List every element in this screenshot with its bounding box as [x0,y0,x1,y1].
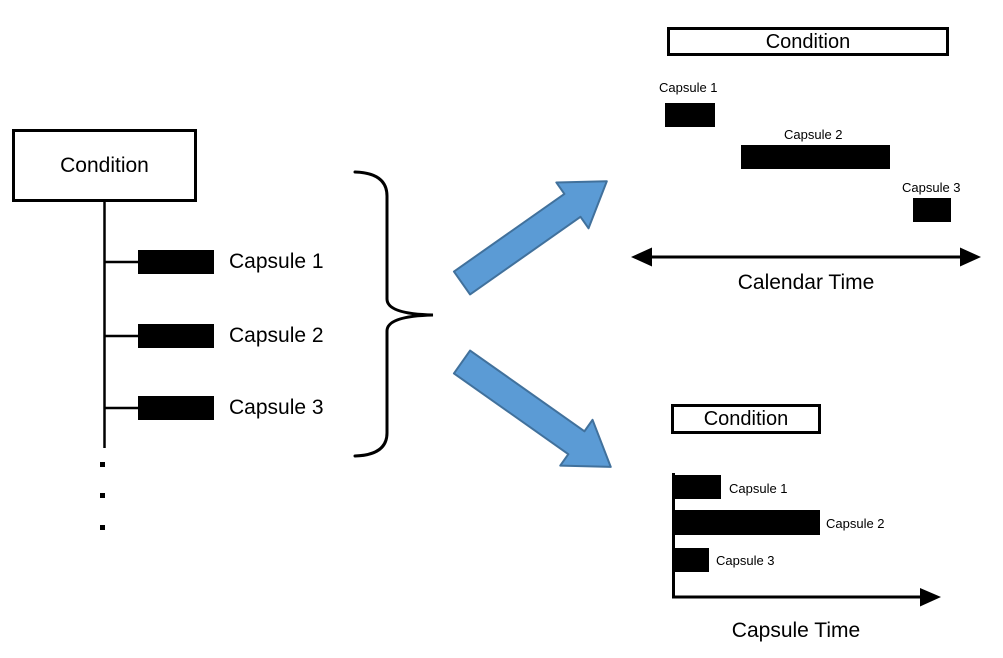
capsule-condition-box: Condition [671,404,821,434]
to-calendar-arrow-icon [452,180,608,296]
calendar-capsule-3-label: Capsule 3 [902,180,961,195]
capsule-condition-label: Condition [703,408,789,430]
calendar-capsule-1-label: Capsule 1 [659,80,718,95]
calendar-condition-label: Condition [765,30,851,53]
capsule-time-axis-label: Capsule Time [731,619,861,642]
calendar-capsule-1-bar [665,103,715,127]
capsuletime-capsule-1-bar [673,475,721,499]
tree-capsule-3-label: Capsule 3 [229,396,324,419]
calendar-capsule-2-label: Capsule 2 [784,127,843,142]
capsuletime-capsule-1-label: Capsule 1 [729,481,788,496]
calendar-time-axis-label: Calendar Time [737,271,875,294]
ellipsis-dot [100,493,105,498]
capsule-axis-arrowhead-icon [920,588,941,607]
calendar-axis-right-arrowhead-icon [960,247,981,267]
tree-capsule-1-label: Capsule 1 [229,250,324,273]
capsuletime-capsule-2-label: Capsule 2 [826,516,885,531]
grouping-brace-icon [353,170,434,458]
condition-root-label: Condition [60,153,149,177]
calendar-condition-box: Condition [667,27,949,56]
calendar-capsule-2-bar [741,145,890,169]
capsuletime-capsule-3-label: Capsule 3 [716,553,775,568]
capsuletime-capsule-3-bar [673,548,709,572]
to-capsule-arrow-icon [452,349,612,468]
tree-capsule-3-bar [138,396,214,420]
condition-root-box: Condition [12,129,197,202]
tree-capsule-2-bar [138,324,214,348]
ellipsis-dot [100,462,105,467]
capsuletime-capsule-2-bar [673,510,820,535]
ellipsis-dot [100,525,105,530]
tree-capsule-1-bar [138,250,214,274]
tree-capsule-2-label: Capsule 2 [229,324,324,347]
calendar-axis-left-arrowhead-icon [631,247,652,267]
calendar-capsule-3-bar [913,198,951,222]
